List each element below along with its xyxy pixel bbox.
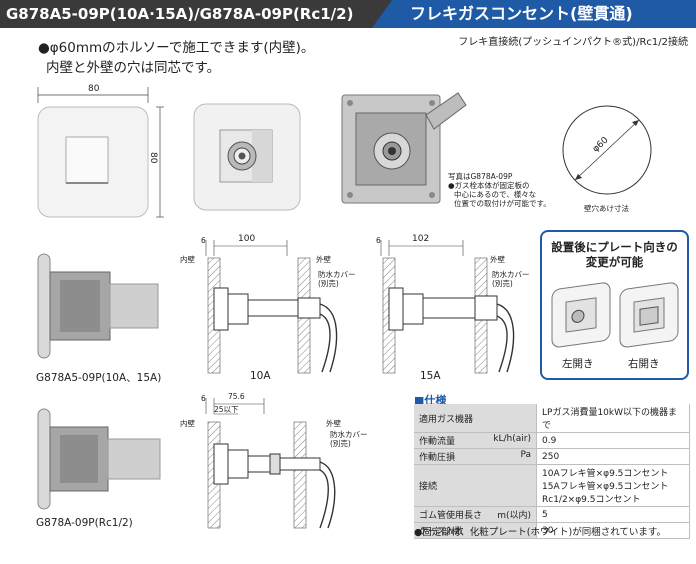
sec10-outer-wall: 外壁 — [316, 255, 331, 264]
front-view-drawing — [37, 87, 164, 218]
spec-value-line: Rc1/2×φ9.5コンセント — [542, 495, 641, 505]
table-row: ゴム管使用長さ m(以内) 5 — [414, 506, 690, 523]
spec-key: 接続 — [419, 482, 438, 492]
sec10-cover: 防水カバー (別売) — [318, 270, 356, 288]
intro-text: ●φ60mmのホルソーで施工できます(内壁)。 内壁と外壁の穴は同芯です。 — [38, 38, 314, 78]
table-row: 作動圧損 Pa 250 — [414, 448, 690, 465]
sec10-cover-label: 防水カバー — [318, 270, 356, 279]
spec-value: 10Aフレキ管×φ9.5コンセント 15Aフレキ管×φ9.5コンセント Rc1/… — [536, 464, 690, 507]
sec15-outer-wall: 外壁 — [490, 255, 505, 264]
sec15-cover: 防水カバー (別売) — [492, 270, 530, 288]
section-drawing-rc — [205, 398, 336, 529]
sec15-dim-b: 102 — [412, 234, 430, 244]
section-drawing-10a — [205, 240, 338, 374]
side-view-rc — [37, 408, 161, 510]
hole-diagram — [562, 105, 652, 195]
metal-box-photo — [341, 92, 467, 204]
sec10-dim-b: 100 — [238, 234, 256, 244]
table-row: 適用ガス機器 LPガス消費量10kW以下の機器まで — [414, 404, 690, 433]
subtitle: フレキ直接続(プッシュインパクト®式)/Rc1/2接続 — [458, 37, 688, 48]
secrc-cover-note: (別売) — [330, 439, 351, 448]
side-view-2-caption: G878A-09P(Rc1/2) — [36, 517, 133, 529]
photo-caption: 写真はG878A-09P ●ガス栓本体が固定板の 中心にあるので、様々な 位置で… — [448, 172, 551, 208]
secrc-cover: 防水カバー (別売) — [330, 430, 368, 448]
sec15-dim-a: 6 — [376, 236, 381, 245]
spec-value-line: 10Aフレキ管×φ9.5コンセント — [542, 469, 669, 479]
open-plate-product — [193, 103, 301, 211]
side-view-10a-15a — [37, 253, 159, 359]
spec-table: 適用ガス機器 LPガス消費量10kW以下の機器まで 作動流量 kL/h(air) … — [414, 404, 690, 539]
table-row: 接続 10Aフレキ管×φ9.5コンセント 15Aフレキ管×φ9.5コンセント R… — [414, 464, 690, 507]
spec-value: 5 — [536, 506, 690, 523]
sec10-inner-wall: 内壁 — [180, 255, 195, 264]
photo-caption-line-1: ●ガス栓本体が固定板の — [448, 181, 530, 190]
spec-value: 0.9 — [536, 432, 690, 449]
secrc-inner-wall: 内壁 — [180, 419, 195, 428]
spec-unit: Pa — [520, 450, 531, 460]
product-name: フレキガスコンセント(壁貫通) — [372, 0, 696, 28]
table-row: ケース入数 30 — [414, 522, 690, 539]
callout-title-line-2: 変更が可能 — [585, 255, 644, 269]
sec15-cover-note: (別売) — [492, 279, 513, 288]
callout-left-label: 左開き — [562, 358, 594, 370]
secrc-cover-label: 防水カバー — [330, 430, 368, 439]
spec-unit: kL/h(air) — [493, 434, 531, 444]
dim-height: 80 — [148, 152, 158, 164]
sec10-cover-note: (別売) — [318, 279, 339, 288]
spec-note: ●固定部材、化粧プレート(ホワイト)が同梱されています。 — [414, 527, 666, 538]
spec-key: 作動流量 — [419, 437, 456, 447]
spec-unit: m(以内) — [497, 511, 531, 521]
spec-title: ■仕様 — [414, 394, 447, 407]
callout-right-label: 右開き — [628, 358, 660, 370]
table-row: 作動流量 kL/h(air) 0.9 — [414, 432, 690, 449]
intro-line-2: 内壁と外壁の穴は同芯です。 — [46, 60, 221, 76]
spec-key: ゴム管使用長さ — [419, 511, 483, 521]
spec-value: 30 — [536, 522, 690, 539]
photo-caption-line-2: 中心にあるので、様々な — [454, 190, 537, 199]
secrc-dim-c: 25以下 — [214, 405, 239, 414]
model-title: G878A5-09P(10A·15A)/G878A-09P(Rc1/2) — [0, 0, 392, 28]
spec-value: LPガス消費量10kW以下の機器まで — [536, 404, 690, 433]
spec-value-line: 15Aフレキ管×φ9.5コンセント — [542, 482, 669, 492]
callout-title-line-1: 設置後にプレート向きの — [551, 240, 678, 254]
spec-value: 250 — [536, 448, 690, 465]
intro-line-1: ●φ60mmのホルソーで施工できます(内壁)。 — [38, 40, 315, 56]
sec15-cover-label: 防水カバー — [492, 270, 530, 279]
sec15-label: 15A — [420, 370, 441, 382]
photo-caption-line-3: 位置での取付けが可能です。 — [454, 199, 551, 208]
secrc-dim-a: 6 — [201, 394, 206, 403]
dim-width: 80 — [88, 84, 100, 94]
hole-caption: 壁穴あけ寸法 — [584, 204, 629, 213]
spec-key: ケース入数 — [419, 527, 464, 537]
photo-caption-title: 写真はG878A-09P — [448, 172, 513, 181]
callout-title: 設置後にプレート向きの 変更が可能 — [540, 240, 689, 270]
spec-key: 適用ガス機器 — [419, 414, 474, 425]
sec10-label: 10A — [250, 370, 271, 382]
side-view-1-caption: G878A5-09P(10A、15A) — [36, 372, 162, 384]
secrc-outer-wall: 外壁 — [326, 419, 341, 428]
secrc-dim-b: 75.6 — [228, 392, 245, 401]
section-drawing-15a — [380, 240, 515, 374]
spec-key: 作動圧損 — [419, 453, 456, 463]
sec10-dim-a: 6 — [201, 236, 206, 245]
callout-illustrations — [551, 282, 679, 348]
